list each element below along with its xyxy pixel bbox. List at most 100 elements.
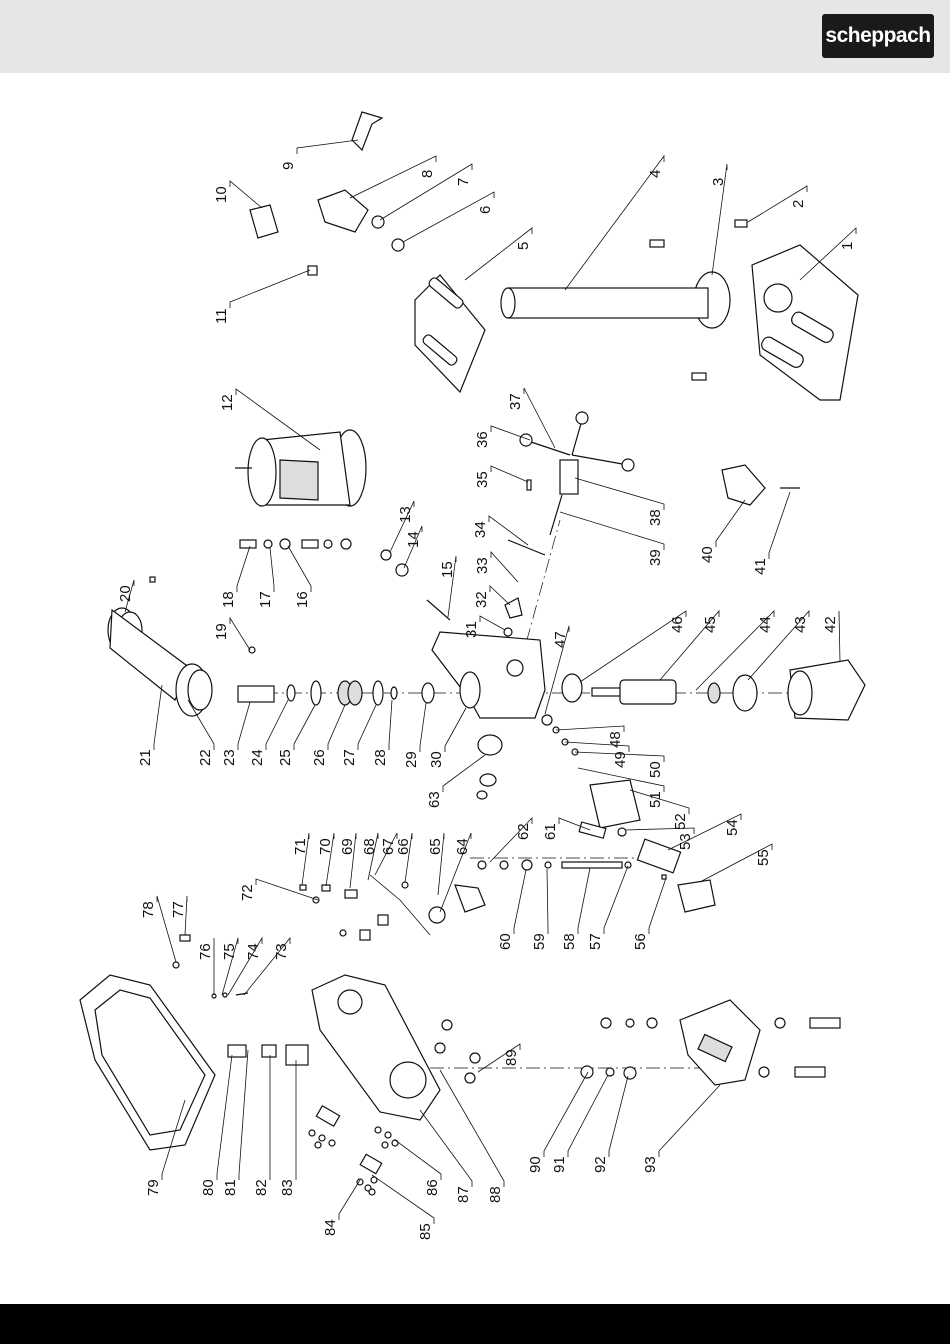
switch-component [286, 1045, 308, 1065]
leader-line [839, 611, 840, 662]
screw-group [309, 1106, 398, 1195]
leader-line [256, 879, 318, 900]
part-number-label: 83 [279, 1179, 296, 1196]
washer [500, 861, 508, 869]
leader-line [514, 870, 526, 934]
part-number-label: 71 [292, 838, 309, 855]
part-number-label: 54 [724, 819, 741, 836]
part-number-label: 39 [647, 549, 664, 566]
part-number-label: 23 [221, 749, 238, 766]
screw [662, 875, 666, 879]
part-number-label: 92 [592, 1156, 609, 1173]
part-number-label: 90 [527, 1156, 544, 1173]
screw [180, 935, 190, 941]
part-number-label: 18 [220, 591, 237, 608]
drill-chuck [788, 660, 865, 720]
worktable [415, 275, 485, 392]
part-number-label: 40 [699, 546, 716, 563]
spindle [592, 688, 622, 696]
leader-line [716, 500, 745, 547]
washer [442, 1020, 452, 1030]
key [150, 577, 155, 582]
part-number-label: 28 [372, 749, 389, 766]
part-number-label: 69 [339, 838, 356, 855]
part-number-label: 56 [632, 933, 649, 950]
washer [470, 1053, 480, 1063]
leader-line [609, 1076, 628, 1157]
bearing [348, 681, 362, 705]
nut [581, 1066, 593, 1078]
leader-line [266, 700, 288, 750]
leader-line [440, 1070, 504, 1187]
part-number-label: 15 [439, 561, 456, 578]
leader-line [297, 140, 358, 154]
part-number-label: 6 [477, 206, 494, 214]
nut [478, 861, 486, 869]
leader-line [217, 1055, 232, 1180]
switch [678, 880, 715, 912]
part-number-label: 33 [474, 557, 491, 574]
part-number-label: 75 [221, 943, 238, 960]
leader-line [491, 466, 528, 482]
leader-line [395, 1140, 441, 1180]
part-number-label: 11 [213, 308, 230, 324]
part-number-label: 27 [341, 749, 358, 766]
part-number-label: 29 [403, 751, 420, 768]
washer [522, 860, 532, 870]
part-number-label: 73 [273, 943, 290, 960]
bearing-cap [733, 675, 757, 711]
part-number-label: 24 [249, 749, 266, 766]
retaining-ring [311, 681, 321, 705]
bolt [795, 1067, 825, 1077]
pulley-cover [80, 975, 215, 1150]
leader-line [490, 586, 510, 605]
leader-line [659, 1085, 720, 1157]
washer [626, 1019, 634, 1027]
washer [545, 862, 551, 868]
part-number-label: 81 [222, 1179, 239, 1196]
part-number-label: 25 [277, 749, 294, 766]
motor [235, 430, 366, 506]
part-number-label: 66 [395, 838, 412, 855]
retaining-ring [373, 681, 383, 705]
part-number-label: 20 [117, 585, 134, 602]
leader-line [230, 181, 262, 208]
clamp-block [250, 205, 278, 238]
part-number-label: 86 [424, 1179, 441, 1196]
seal [422, 683, 434, 703]
part-number-label: 85 [417, 1223, 434, 1240]
screw [236, 993, 248, 995]
feed-handle-assembly [520, 412, 634, 535]
part-number-label: 35 [474, 471, 491, 488]
leader-line [649, 878, 666, 934]
machine-vise [680, 1000, 760, 1085]
bolt [302, 540, 318, 548]
part-number-label: 57 [587, 933, 604, 950]
bolt [240, 540, 256, 548]
leader-line [575, 478, 664, 510]
footer-bar [0, 1304, 950, 1344]
leader-line [420, 703, 426, 752]
part-number-label: 93 [642, 1156, 659, 1173]
part-number-label: 32 [473, 591, 490, 608]
leader-line [239, 1050, 248, 1180]
leader-line [403, 192, 494, 242]
screw [618, 828, 626, 836]
nut [173, 962, 179, 968]
part-number-label: 67 [380, 838, 397, 855]
part-number-label: 17 [257, 591, 274, 608]
leader-line [568, 1075, 608, 1157]
spring-housing [722, 465, 765, 505]
washer [647, 1018, 657, 1028]
leader-line [339, 1180, 360, 1220]
part-number-label: 43 [792, 616, 809, 633]
leader-line [547, 869, 548, 934]
part-number-label: 44 [757, 616, 774, 633]
part-number-label: 7 [455, 178, 472, 186]
part-number-label: 5 [515, 242, 532, 250]
leader-line [604, 866, 628, 934]
part-number-label: 84 [322, 1219, 339, 1236]
part-number-label: 78 [140, 901, 157, 918]
part-number-label: 45 [702, 616, 719, 633]
leader-line [491, 426, 530, 440]
